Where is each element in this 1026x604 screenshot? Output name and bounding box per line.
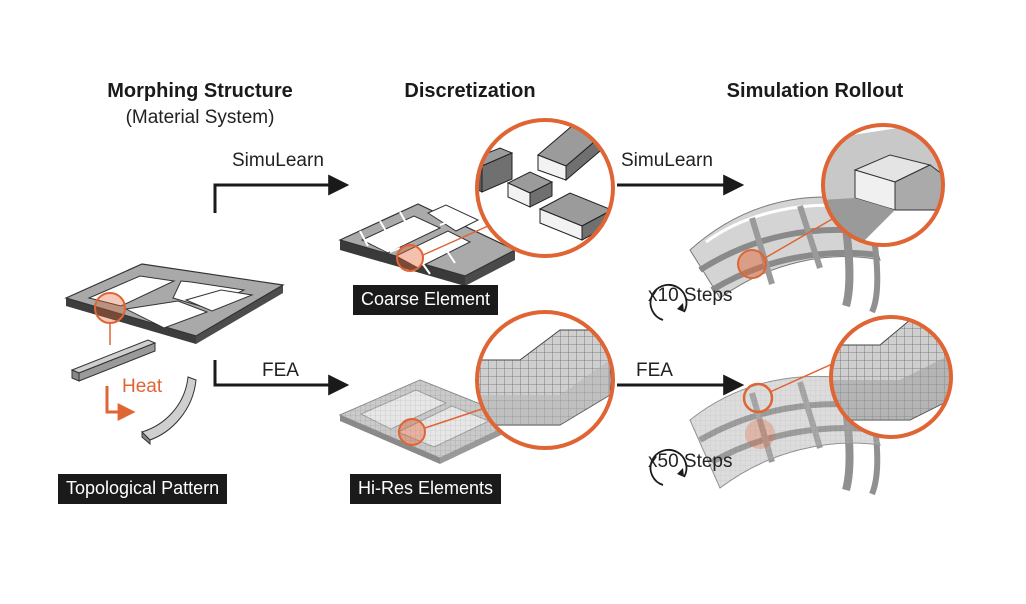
morphing-structure-title: Morphing Structure [107, 80, 293, 102]
coarse-zoom-circle [475, 118, 615, 258]
hires-zoom-circle [475, 310, 615, 450]
x10-steps-label: x10 Steps [648, 285, 733, 306]
heat-arrow [105, 386, 136, 421]
arrow-fea-left [213, 360, 350, 396]
discretization-title: Discretization [404, 80, 536, 102]
hires-zoom-link [398, 403, 498, 446]
topological-frame [64, 263, 285, 344]
coarse-rollout-zoom [821, 123, 945, 247]
x10-loop-icon [649, 283, 688, 321]
coarse-rollout-link [737, 217, 835, 279]
fea-label-left: FEA [262, 360, 299, 381]
coarse-zoom-link [396, 221, 498, 272]
arrow-simulearn-left [213, 174, 350, 213]
hires-elements-tag: Hi-Res Elements [350, 474, 502, 504]
simulation-rollout-title: Simulation Rollout [726, 80, 904, 102]
material-system-subtitle: (Material System) [125, 107, 275, 128]
hires-rollout-link [742, 359, 842, 449]
coarse-element-tag: Coarse Element [353, 285, 499, 315]
hires-frame [338, 379, 522, 464]
hires-rollout-zoom [829, 315, 953, 439]
x50-steps-label: x50 Steps [648, 451, 733, 472]
simulearn-label-right: SimuLearn [621, 150, 713, 171]
topological-pattern-tag: Topological Pattern [58, 474, 228, 504]
left-callout [94, 292, 126, 345]
heat-label: Heat [122, 376, 163, 397]
curved-bar [141, 376, 197, 446]
straight-bar [70, 339, 157, 382]
x50-loop-icon [649, 448, 688, 486]
simulearn-label-left: SimuLearn [232, 150, 324, 171]
fea-label-right: FEA [636, 360, 673, 381]
